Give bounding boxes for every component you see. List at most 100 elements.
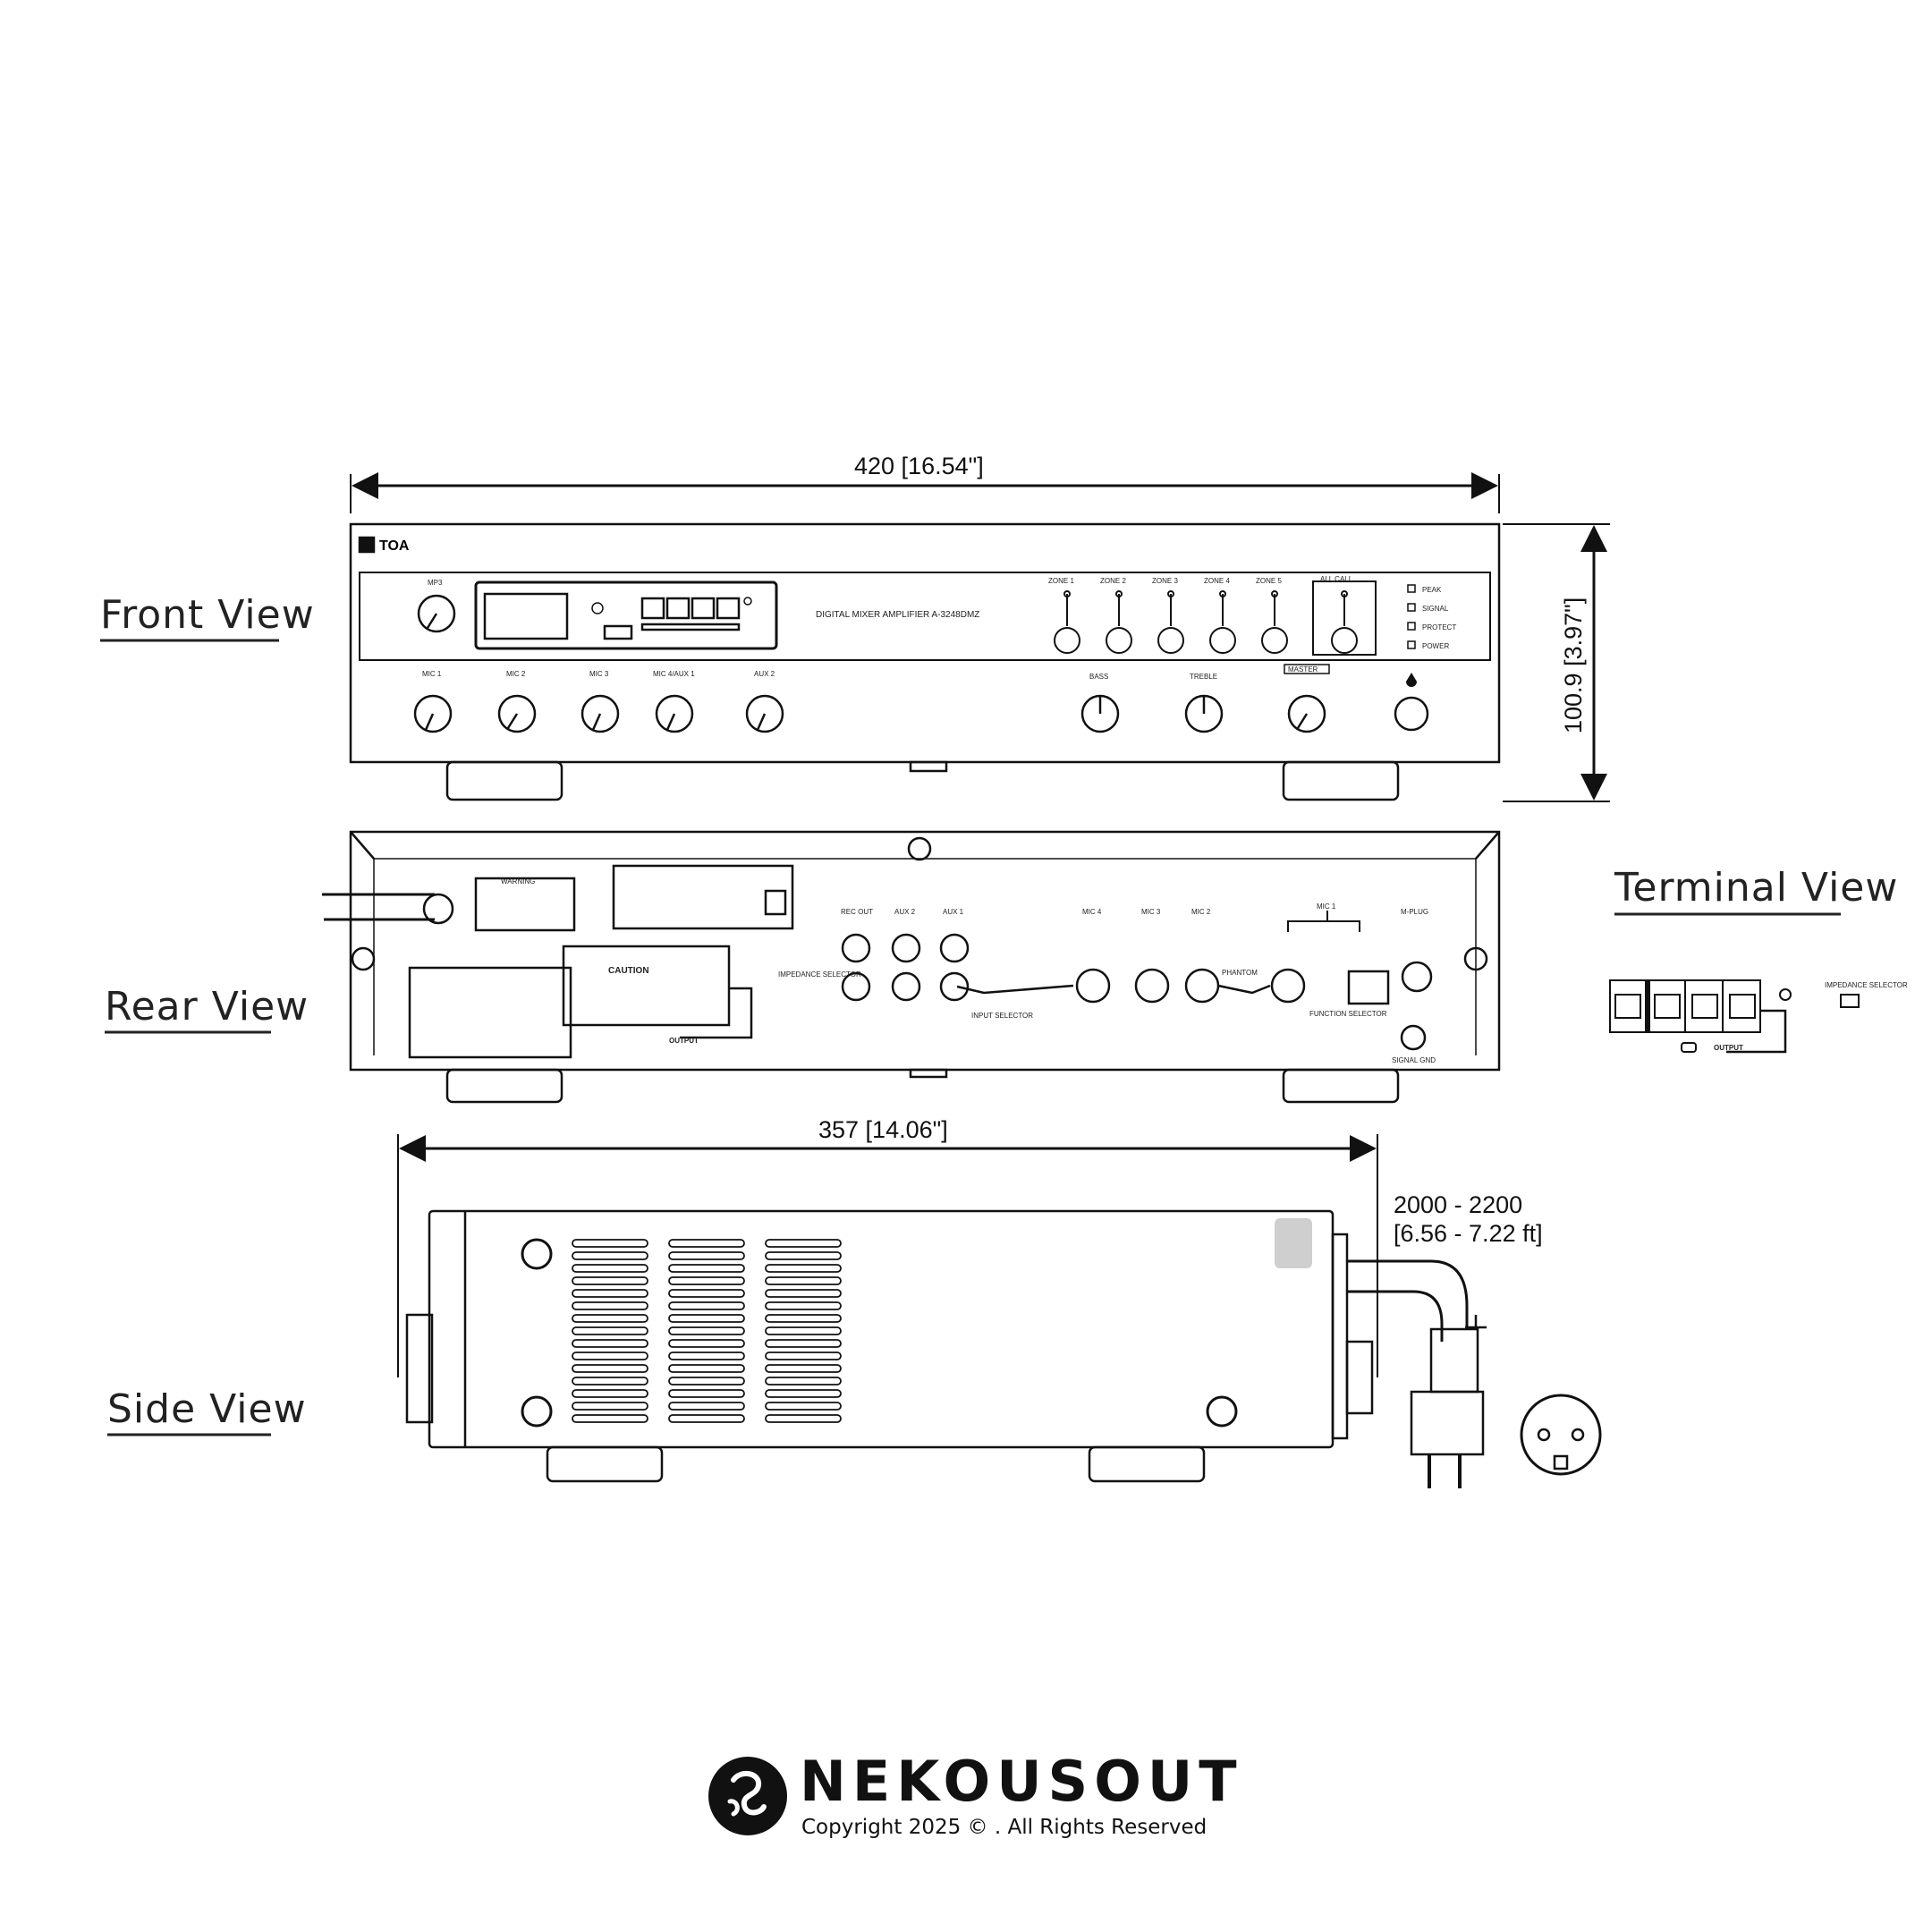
svg-text:POWER: POWER	[1422, 642, 1449, 650]
vent-slot	[765, 1251, 842, 1260]
vent-slot	[572, 1364, 648, 1373]
vent-slot	[572, 1339, 648, 1348]
svg-text:BASS: BASS	[1089, 673, 1108, 681]
height-dimension-text: 100.9 [3.97"]	[1560, 597, 1587, 733]
vent-slot	[668, 1251, 745, 1260]
vent-slot	[765, 1239, 842, 1248]
front-mp3-label: MP3	[428, 579, 443, 587]
svg-text:MIC 4: MIC 4	[1082, 908, 1102, 916]
vent-slot	[765, 1377, 842, 1385]
vent-slot	[668, 1326, 745, 1335]
vent-slot	[765, 1339, 842, 1348]
width-dimension-text: 420 [16.54"]	[854, 453, 984, 479]
svg-text:MIC 3: MIC 3	[589, 670, 609, 678]
svg-text:MIC 2: MIC 2	[506, 670, 526, 678]
vent-slot	[668, 1301, 745, 1310]
vent-slot	[668, 1364, 745, 1373]
vent-slot	[765, 1276, 842, 1285]
vent-slot	[668, 1402, 745, 1411]
vent-slot	[668, 1339, 745, 1348]
svg-text:ZONE 2: ZONE 2	[1100, 577, 1126, 585]
svg-text:WARNING: WARNING	[501, 877, 535, 886]
vent-slot	[572, 1389, 648, 1398]
vent-slot	[668, 1414, 745, 1423]
vent-slot	[765, 1314, 842, 1323]
svg-text:TREBLE: TREBLE	[1190, 673, 1217, 681]
svg-text:AUX 2: AUX 2	[754, 670, 775, 678]
vent-slot	[765, 1352, 842, 1360]
vent-slot	[572, 1314, 648, 1323]
svg-text:MIC 3: MIC 3	[1141, 908, 1161, 916]
svg-text:ZONE 3: ZONE 3	[1152, 577, 1178, 585]
svg-text:AUX 1: AUX 1	[943, 908, 964, 916]
watermark-box	[1275, 1218, 1312, 1268]
svg-text:REC OUT: REC OUT	[841, 908, 873, 916]
terminal-impedance-label: IMPEDANCE SELECTOR	[1825, 981, 1908, 989]
brand-footer: NEKOUSOUT Copyright 2025 © . All Rights …	[707, 1749, 1261, 1852]
vent-slot	[572, 1289, 648, 1298]
depth-dimension-text: 357 [14.06"]	[818, 1116, 948, 1143]
vent-slot	[765, 1289, 842, 1298]
front-knob-labels: MIC 1 MIC 2 MIC 3 MIC 4/AUX 1 AUX 2 BASS…	[422, 665, 1318, 681]
svg-text:FUNCTION SELECTOR: FUNCTION SELECTOR	[1309, 1010, 1387, 1018]
vent-slot	[572, 1301, 648, 1310]
svg-text:AUX 2: AUX 2	[894, 908, 916, 916]
front-view-label: Front View	[100, 592, 315, 638]
vent-slot	[668, 1276, 745, 1285]
vent-slot	[668, 1377, 745, 1385]
vent-slot	[572, 1352, 648, 1360]
svg-text:IMPEDANCE SELECTOR: IMPEDANCE SELECTOR	[778, 970, 861, 979]
svg-text:ALL CALL: ALL CALL	[1320, 575, 1353, 583]
zone-labels: ZONE 1 ZONE 2 ZONE 3 ZONE 4 ZONE 5 ALL C…	[1048, 575, 1353, 585]
svg-text:ZONE 1: ZONE 1	[1048, 577, 1074, 585]
vent-slot	[572, 1251, 648, 1260]
side-view-label: Side View	[107, 1386, 307, 1432]
terminal-view-label: Terminal View	[1614, 865, 1898, 911]
vent-slot	[765, 1264, 842, 1273]
terminal-block	[1609, 979, 1860, 1054]
vent-slot	[765, 1402, 842, 1411]
svg-text:MIC 1: MIC 1	[422, 670, 442, 678]
cord-length-mm: 2000 - 2200	[1394, 1191, 1522, 1218]
svg-text:OUTPUT: OUTPUT	[669, 1037, 699, 1045]
terminal-output-label: OUTPUT	[1714, 1044, 1743, 1052]
svg-text:INPUT SELECTOR: INPUT SELECTOR	[971, 1012, 1033, 1020]
svg-text:MIC 2: MIC 2	[1191, 908, 1211, 916]
vent-slot	[668, 1314, 745, 1323]
svg-text:PEAK: PEAK	[1422, 586, 1442, 594]
vent-slot	[765, 1364, 842, 1373]
vent-slot	[572, 1276, 648, 1285]
front-panel	[349, 522, 1501, 801]
cord-length-ft: [6.56 - 7.22 ft]	[1394, 1220, 1543, 1247]
vent-slot	[572, 1239, 648, 1248]
side-chassis	[405, 1209, 1602, 1488]
depth-dimension: 357 [14.06"]	[397, 1116, 1378, 1377]
vent-slot	[668, 1352, 745, 1360]
nekousout-logo-icon	[708, 1757, 787, 1835]
vent-slot	[572, 1326, 648, 1335]
width-dimension: 420 [16.54"]	[350, 453, 1500, 513]
vent-slot	[572, 1414, 648, 1423]
svg-text:ZONE 5: ZONE 5	[1256, 577, 1282, 585]
vent-slot	[765, 1414, 842, 1423]
vent-slot	[765, 1301, 842, 1310]
svg-text:SIGNAL: SIGNAL	[1422, 605, 1449, 613]
height-dimension: 100.9 [3.97"]	[1503, 523, 1610, 802]
vent-slot	[765, 1326, 842, 1335]
vent-slot	[572, 1264, 648, 1273]
vent-slot	[668, 1264, 745, 1273]
vent-slot	[668, 1289, 745, 1298]
svg-text:SIGNAL GND: SIGNAL GND	[1392, 1056, 1436, 1064]
vent-slot	[572, 1377, 648, 1385]
indicator-labels: PEAK SIGNAL PROTECT POWER	[1422, 586, 1456, 650]
rear-panel-labels: WARNING CAUTION REC OUT AUX 2 AUX 1 MIC …	[501, 877, 1436, 1064]
vent-slot	[765, 1389, 842, 1398]
svg-text:CAUTION: CAUTION	[608, 966, 649, 976]
rear-panel	[322, 830, 1501, 1104]
svg-text:M-PLUG: M-PLUG	[1401, 908, 1428, 916]
brand-copyright: Copyright 2025 © . All Rights Reserved	[801, 1816, 1208, 1839]
svg-text:MASTER: MASTER	[1288, 665, 1318, 674]
vent-slot	[668, 1389, 745, 1398]
brand-name: NEKOUSOUT	[800, 1749, 1243, 1814]
